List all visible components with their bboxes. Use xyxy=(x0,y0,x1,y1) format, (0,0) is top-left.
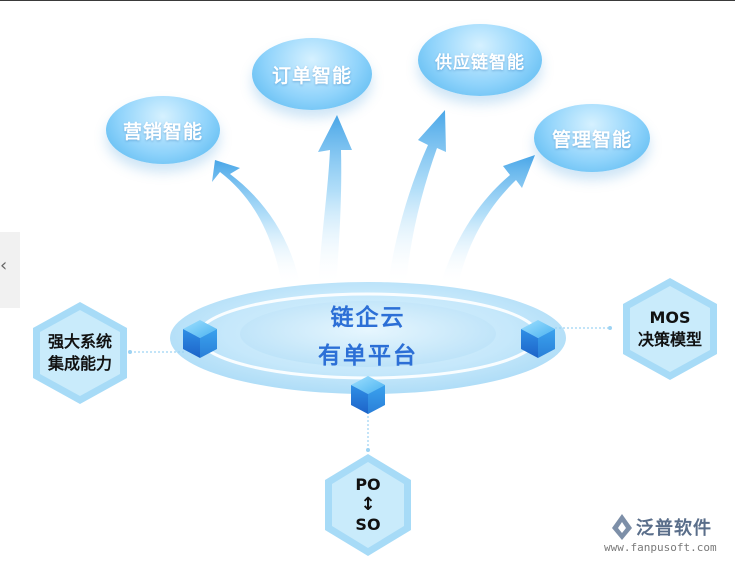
bubble-management-intelligence: 管理智能 xyxy=(534,104,650,172)
bubble-order-label: 订单智能 xyxy=(271,64,352,87)
connector-left-dot xyxy=(128,350,132,354)
hex-mos-decision-model: MOS 决策模型 xyxy=(620,276,720,382)
bubble-supply-chain-intelligence: 供应链智能 xyxy=(418,24,542,96)
watermark-brand-name: 泛普软件 xyxy=(636,518,712,539)
platform-title-line1: 链企云 xyxy=(330,305,406,331)
bubble-management-label: 管理智能 xyxy=(551,128,632,151)
hex-integration-line2: 集成能力 xyxy=(47,354,112,373)
watermark-url: www.fanpusoft.com xyxy=(604,541,717,554)
arrow-to-order xyxy=(318,115,352,285)
left-side-tab[interactable] xyxy=(0,232,20,308)
hex-mos-line2: 决策模型 xyxy=(637,330,702,349)
double-arrow-icon: ↕ xyxy=(360,494,376,515)
hex-po-so: PO ↕ SO xyxy=(322,452,414,558)
top-border xyxy=(0,0,735,1)
hexagon-shape xyxy=(623,278,717,380)
platform-inner-disk xyxy=(240,301,496,367)
chevron-left-icon[interactable]: ‹ xyxy=(0,255,8,276)
arrow-to-management xyxy=(440,155,535,285)
bubble-order-intelligence: 订单智能 xyxy=(252,38,372,110)
hex-integration-line1: 强大系统 xyxy=(47,332,112,351)
arrow-to-supply-chain xyxy=(388,110,446,285)
hexagon-shape xyxy=(33,302,127,404)
connector-bottom-dot xyxy=(366,448,370,452)
hex-mos-line1: MOS xyxy=(649,308,691,327)
cube-icon-bottom xyxy=(351,376,385,414)
fanpu-logo-icon xyxy=(612,514,632,540)
bubble-marketing-intelligence: 营销智能 xyxy=(106,96,220,164)
bubble-marketing-label: 营销智能 xyxy=(122,120,203,143)
cube-icon-right xyxy=(521,320,555,358)
connector-right-dot xyxy=(608,326,612,330)
hex-so-label: SO xyxy=(355,515,381,534)
platform-title-line2: 有单平台 xyxy=(318,343,418,369)
hex-po-label: PO xyxy=(355,475,381,494)
hexagon-shape xyxy=(325,454,411,556)
bubble-supply-chain-label: 供应链智能 xyxy=(435,52,525,73)
cube-icon-left xyxy=(183,320,217,358)
hex-system-integration: 强大系统 集成能力 xyxy=(30,300,130,406)
arrow-to-marketing xyxy=(212,160,300,285)
